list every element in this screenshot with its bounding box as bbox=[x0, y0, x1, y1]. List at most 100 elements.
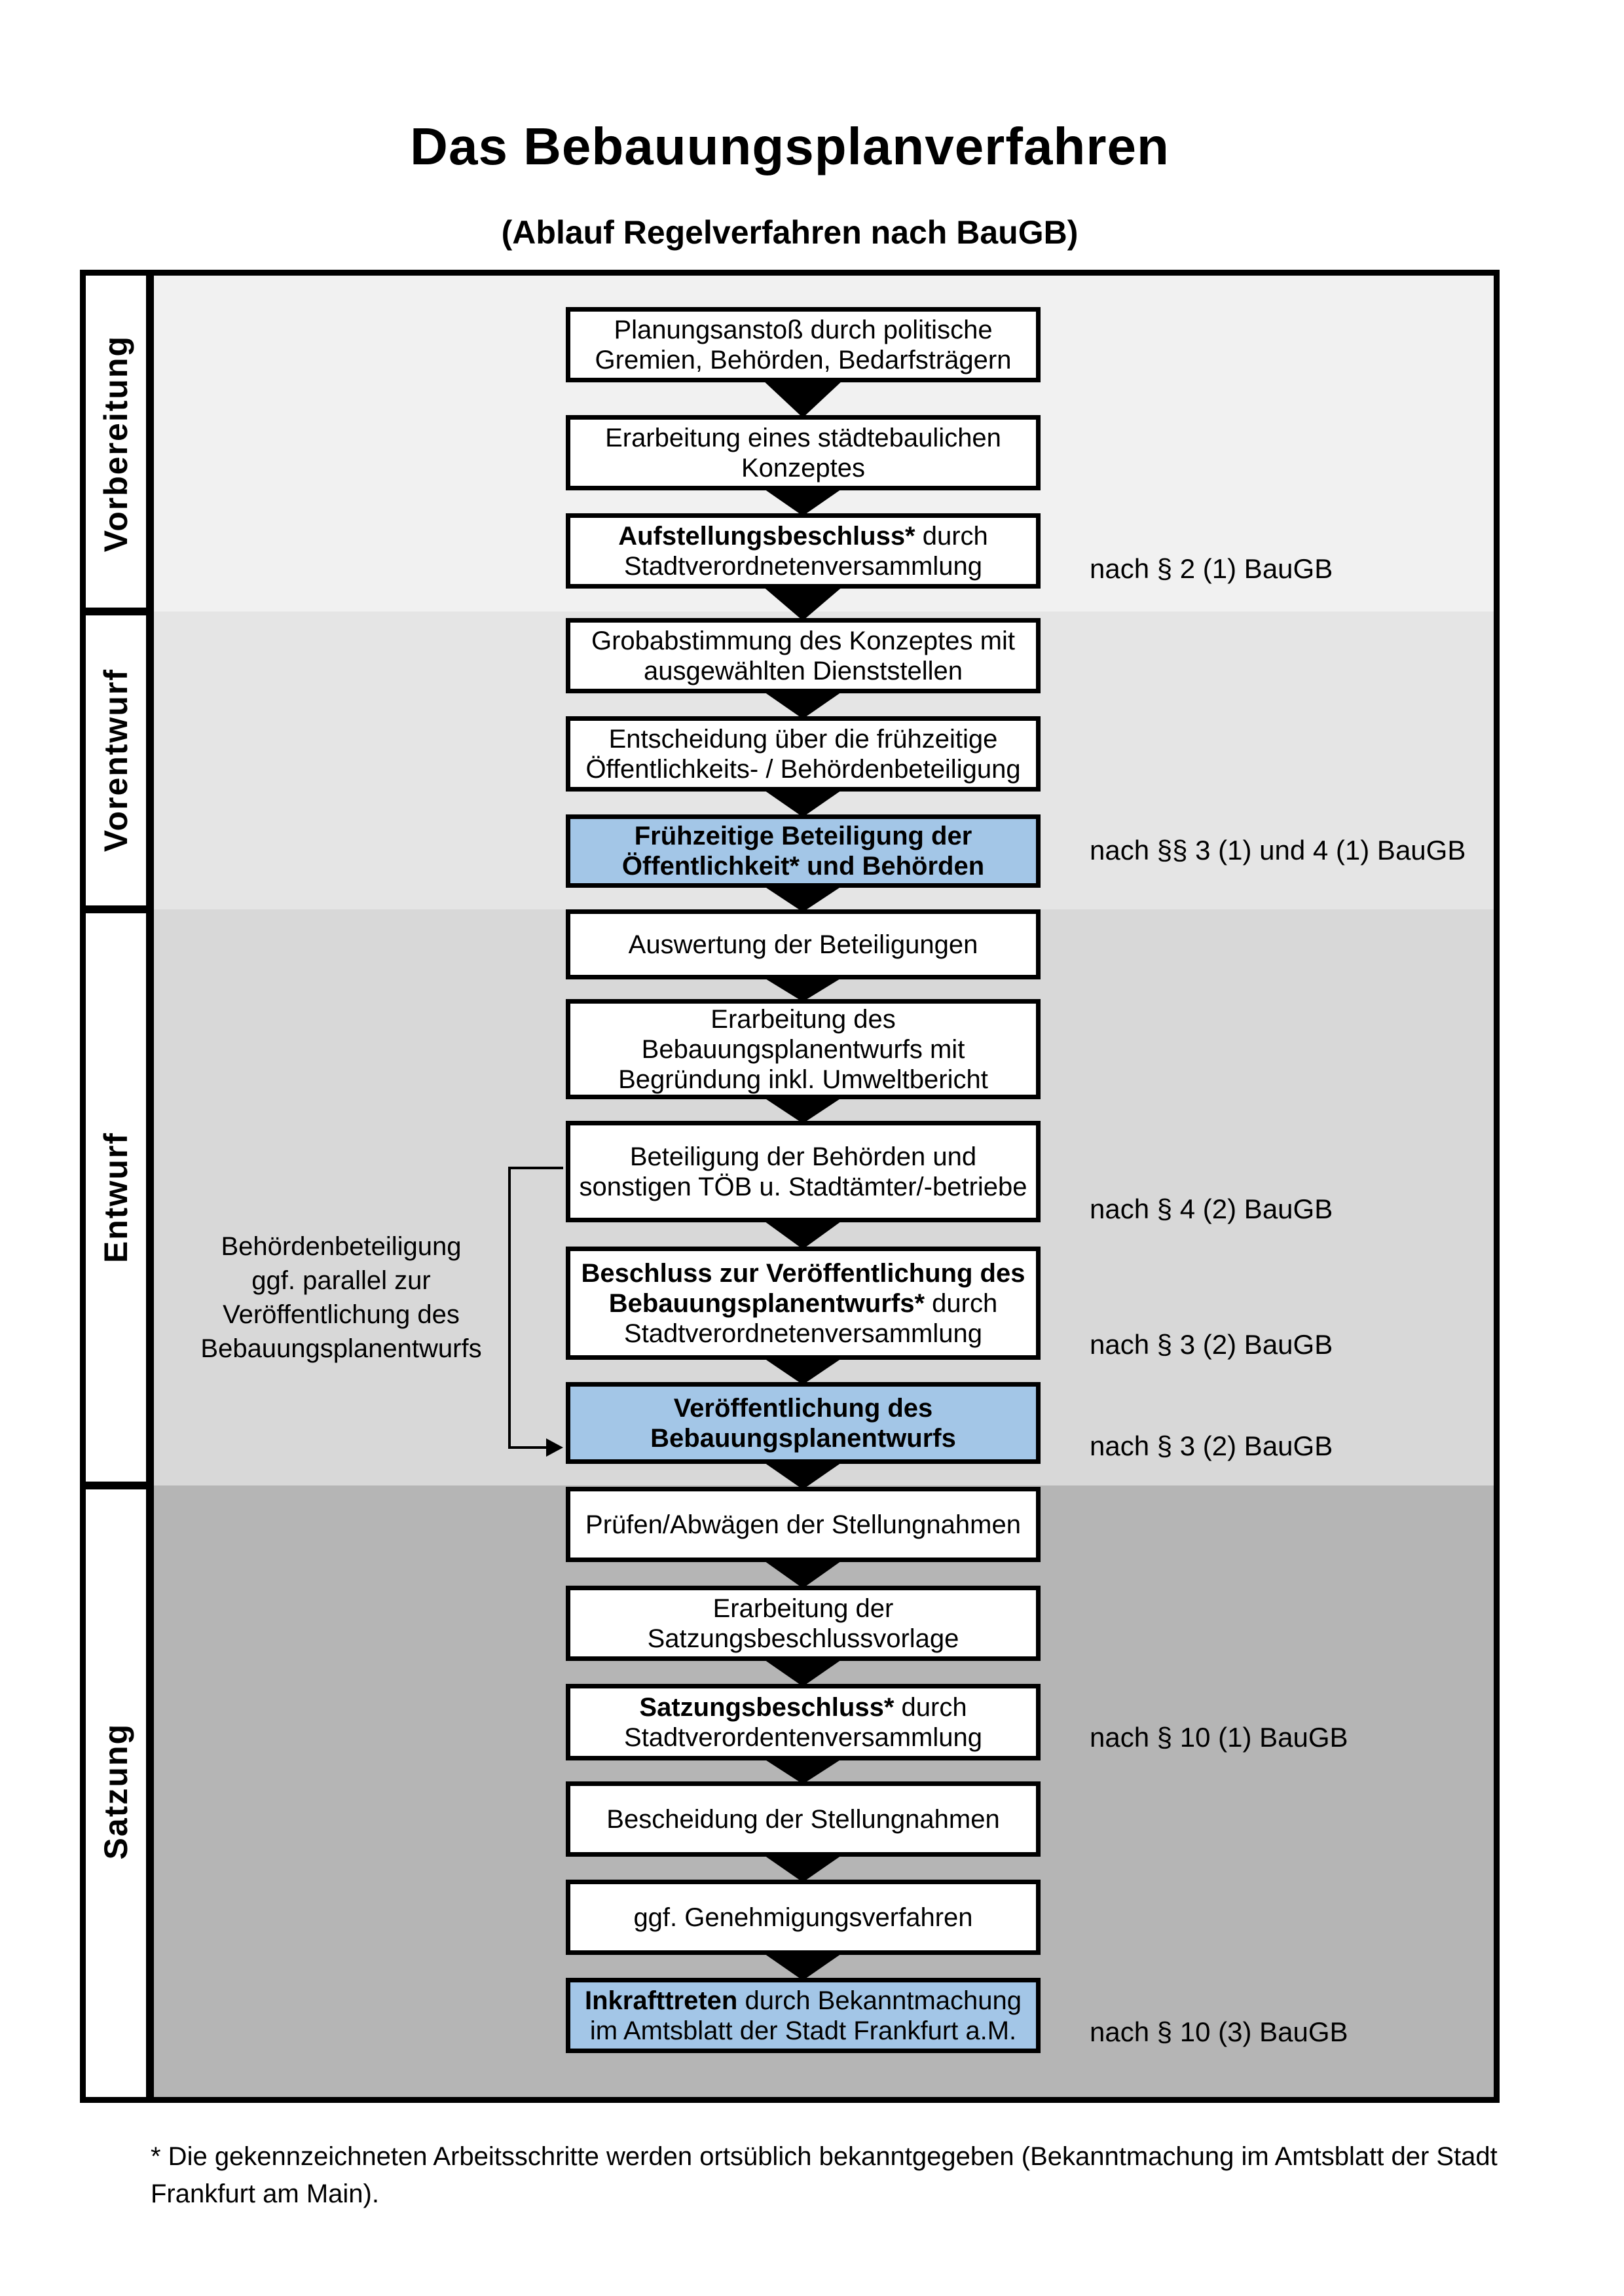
flow-box-text-line: sonstigen TÖB u. Stadtämter/-betriebe bbox=[579, 1172, 1027, 1202]
arrow-down-icon bbox=[762, 1758, 843, 1784]
text-segment: ausgewählten Dienststellen bbox=[644, 656, 963, 685]
text-segment: Stadtverordnetenversammlung bbox=[624, 1319, 982, 1348]
flow-box-text-line: Bebauungsplanentwurfs* durch bbox=[609, 1288, 997, 1319]
text-segment: Planungsanstoß durch politische bbox=[614, 315, 993, 344]
connector-vertical-line bbox=[508, 1168, 511, 1448]
side-annotation-line: Behördenbeteiligung bbox=[221, 1232, 462, 1261]
arrow-down-icon bbox=[762, 586, 843, 621]
text-segment: Veröffentlichung des bbox=[673, 1393, 933, 1423]
flow-box-text-line: Satzungsbeschlussvorlage bbox=[648, 1624, 959, 1654]
flow-box-text-line: Stadtverordnetenversammlung bbox=[624, 1319, 982, 1349]
text-segment: Inkrafttreten bbox=[584, 1986, 738, 2015]
arrow-down-icon bbox=[762, 789, 843, 817]
section-label-vorentwurf: Vorentwurf bbox=[86, 611, 146, 909]
text-segment: Aufstellungsbeschluss* bbox=[618, 521, 915, 551]
text-segment: Grobabstimmung des Konzeptes mit bbox=[591, 626, 1015, 655]
text-segment: Konzeptes bbox=[741, 453, 866, 483]
flow-box-16: ggf. Genehmigungsverfahren bbox=[566, 1880, 1041, 1955]
flow-box-text-line: ausgewählten Dienststellen bbox=[644, 656, 963, 686]
flow-box-text-line: Frühzeitige Beteiligung der bbox=[635, 821, 972, 851]
flow-box-text-line: Beschluss zur Veröffentlichung des bbox=[581, 1258, 1025, 1288]
flow-box-text-line: Auswertung der Beteiligungen bbox=[629, 930, 978, 960]
text-segment: Beteiligung der Behörden und bbox=[629, 1142, 977, 1171]
arrow-down-icon bbox=[762, 1461, 843, 1489]
side-annotation-line: Veröffentlichung des bbox=[223, 1300, 460, 1329]
flow-box-12: Prüfen/Abwägen der Stellungnahmen bbox=[566, 1487, 1041, 1562]
flow-box-text-line: Bescheidung der Stellungnahmen bbox=[606, 1804, 999, 1834]
flow-box-text-line: Erarbeitung der bbox=[713, 1594, 894, 1624]
section-label-text: Vorbereitung bbox=[98, 335, 134, 553]
text-segment: durch bbox=[915, 521, 988, 551]
text-segment: Auswertung der Beteiligungen bbox=[628, 930, 978, 959]
text-segment: Bebauungsplanentwurfs mit bbox=[641, 1034, 965, 1064]
flow-box-text-line: Prüfen/Abwägen der Stellungnahmen bbox=[585, 1510, 1021, 1540]
arrow-down-icon bbox=[762, 1854, 843, 1882]
text-segment: Entscheidung über die frühzeitige bbox=[608, 724, 998, 754]
flow-box-text-line: Bebauungsplanentwurfs mit bbox=[642, 1034, 965, 1065]
section-label-text: Vorentwurf bbox=[98, 668, 134, 852]
section-label-text: Satzung bbox=[98, 1722, 134, 1860]
connector-bottom-line bbox=[508, 1446, 546, 1449]
flow-box-text-line: Grobabstimmung des Konzeptes mit bbox=[591, 626, 1015, 656]
flow-box-text-line: Stadtverordnetenversammlung bbox=[624, 551, 982, 581]
text-segment: Begründung inkl. Umweltbericht bbox=[618, 1065, 988, 1094]
legal-reference: nach § 3 (2) BauGB bbox=[1090, 1430, 1333, 1461]
flow-box-text-line: Gremien, Behörden, Bedarfsträgern bbox=[595, 345, 1012, 375]
flow-box-text-line: Erarbeitung des bbox=[710, 1004, 895, 1034]
flow-box-text-line: Erarbeitung eines städtebaulichen bbox=[605, 423, 1001, 453]
text-segment: ggf. Genehmigungsverfahren bbox=[633, 1903, 973, 1932]
section-label-text: Entwurf bbox=[98, 1131, 134, 1264]
flow-box-text-line: Stadtverordentenversammlung bbox=[624, 1722, 982, 1753]
text-segment: durch bbox=[894, 1692, 967, 1722]
arrow-down-icon bbox=[762, 1097, 843, 1123]
flow-box-text-line: Planungsanstoß durch politische bbox=[614, 315, 992, 345]
flow-box-text-line: Öffentlichkeit* und Behörden bbox=[622, 851, 984, 881]
text-segment: durch bbox=[925, 1288, 998, 1318]
text-segment: Stadtverordnetenversammlung bbox=[624, 551, 982, 581]
arrow-down-icon bbox=[762, 1658, 843, 1686]
text-segment: Prüfen/Abwägen der Stellungnahmen bbox=[585, 1510, 1021, 1539]
arrow-down-icon bbox=[762, 488, 843, 516]
text-segment: Bebauungsplanentwurfs* bbox=[608, 1288, 925, 1318]
legal-reference: nach § 4 (2) BauGB bbox=[1090, 1194, 1333, 1224]
arrow-down-icon bbox=[762, 977, 843, 1002]
text-segment: Bebauungsplanentwurfs bbox=[650, 1423, 956, 1453]
section-label-satzung: Satzung bbox=[86, 1485, 146, 2097]
arrow-down-icon bbox=[762, 1357, 843, 1385]
page-subtitle: (Ablauf Regelverfahren nach BauGB) bbox=[501, 214, 1079, 251]
footnote-line: Frankfurt am Main). bbox=[151, 2179, 379, 2208]
text-segment: Öffentlichkeits- / Behördenbeteiligung bbox=[585, 754, 1021, 784]
flow-box-text-line: Beteiligung der Behörden und bbox=[630, 1142, 976, 1172]
flow-box-text-line: Öffentlichkeits- / Behördenbeteiligung bbox=[585, 754, 1020, 784]
text-segment: Erarbeitung eines städtebaulichen bbox=[605, 423, 1001, 452]
connector-top-stub bbox=[508, 1167, 563, 1169]
side-annotation-line: ggf. parallel zur bbox=[251, 1266, 431, 1295]
text-segment: Stadtverordentenversammlung bbox=[624, 1722, 982, 1752]
arrow-down-icon bbox=[762, 1220, 843, 1249]
label-column-divider bbox=[146, 276, 154, 2097]
flow-box-text-line: Bebauungsplanentwurfs bbox=[650, 1423, 956, 1453]
text-segment: sonstigen TÖB u. Stadtämter/-betriebe bbox=[579, 1172, 1027, 1201]
page-title: Das Bebauungsplanverfahren bbox=[410, 117, 1170, 175]
legal-reference: nach § 10 (3) BauGB bbox=[1090, 2016, 1348, 2047]
text-segment: Beschluss zur Veröffentlichung des bbox=[581, 1258, 1025, 1288]
text-segment: Erarbeitung des bbox=[710, 1004, 896, 1034]
flow-box-text-line: Veröffentlichung des bbox=[674, 1393, 933, 1423]
flow-box-text-line: Konzeptes bbox=[741, 453, 865, 483]
arrow-down-icon bbox=[762, 885, 843, 912]
text-segment: Satzungsbeschluss* bbox=[639, 1692, 895, 1722]
section-label-entwurf: Entwurf bbox=[86, 909, 146, 1485]
text-segment: Bescheidung der Stellungnahmen bbox=[606, 1804, 1000, 1834]
